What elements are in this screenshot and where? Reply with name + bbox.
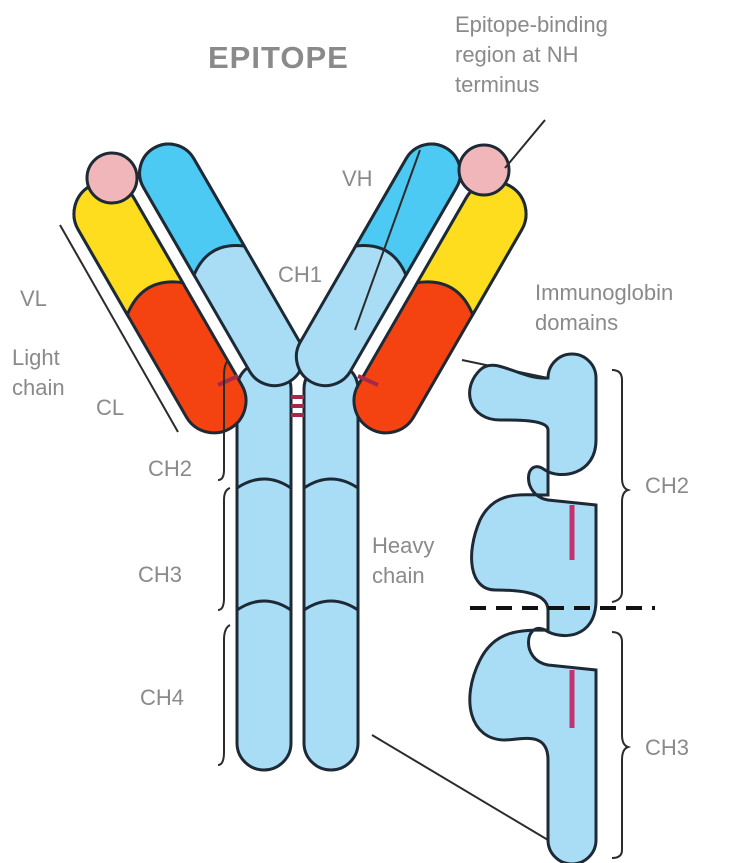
heavy-chain-stem-right [304, 362, 358, 770]
label-ch2: CH2 [148, 456, 192, 481]
right-antigen-binding-site [459, 145, 509, 195]
label-cl: CL [96, 395, 124, 420]
label-vh: VH [342, 166, 373, 191]
label-ch1: CH1 [278, 262, 322, 287]
hinge-disulfide-bonds [291, 397, 304, 415]
label-epitope-binding-2: region at NH [455, 42, 579, 67]
label-inset-ch3: CH3 [645, 735, 689, 760]
label-heavy-chain-1: Heavy [372, 533, 434, 558]
label-immunoglobin-1: Immunoglobin [535, 280, 673, 305]
left-antigen-binding-site [87, 153, 137, 203]
title-epitope: EPITOPE [208, 40, 349, 75]
label-vl: VL [20, 286, 47, 311]
label-epitope-binding-3: terminus [455, 72, 539, 97]
label-ch4: CH4 [140, 685, 184, 710]
immunoglobin-domain-inset [470, 354, 655, 863]
label-light-chain-2: chain [12, 375, 65, 400]
label-light-chain-1: Light [12, 345, 60, 370]
heavy-chain-stem-left [237, 362, 291, 770]
label-inset-ch2: CH2 [645, 473, 689, 498]
label-heavy-chain-2: chain [372, 563, 425, 588]
label-epitope-binding-1: Epitope-binding [455, 12, 608, 37]
label-ch3: CH3 [138, 562, 182, 587]
label-immunoglobin-2: domains [535, 310, 618, 335]
